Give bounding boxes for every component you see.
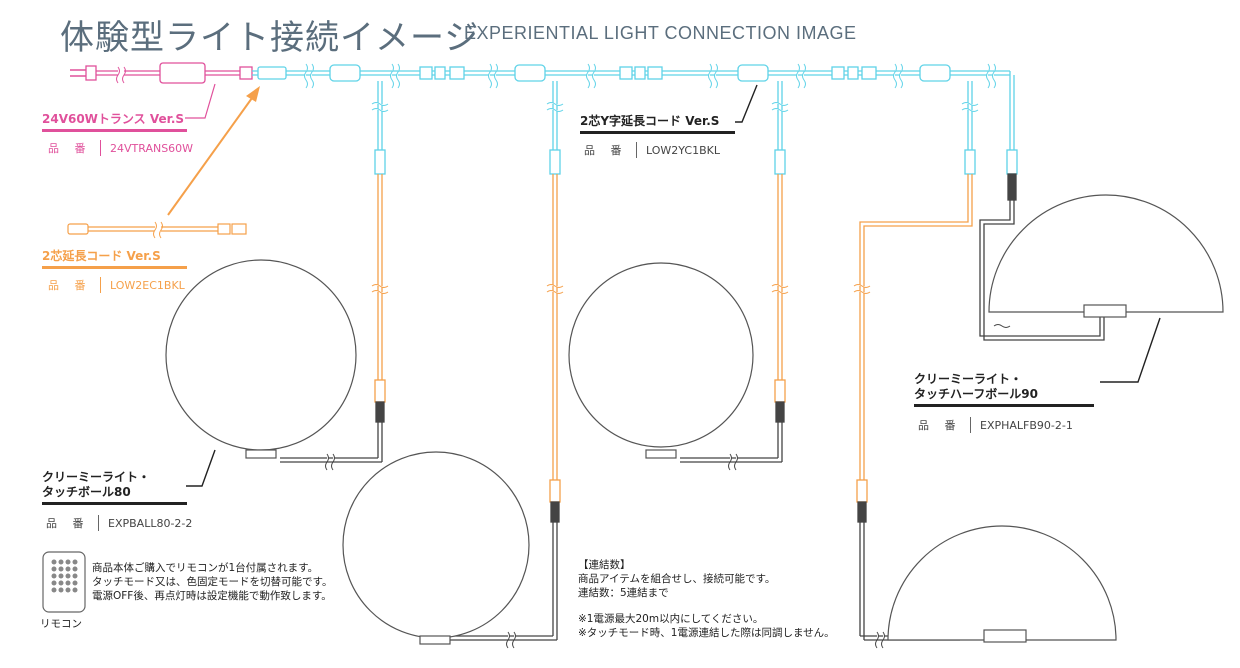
divider — [100, 277, 101, 293]
connection-heading: 【連結数】 — [578, 559, 631, 571]
extension-cord-code: LOW2EC1BKL — [110, 278, 185, 292]
transformer-code-label: 品 番 — [48, 142, 92, 155]
halfball90-name-line2: タッチハーフボール90 — [914, 387, 1038, 401]
divider — [970, 417, 971, 433]
divider — [98, 515, 99, 531]
transformer-name: 24V60Wトランス Ver.S — [42, 112, 185, 126]
halfball90-code: EXPHALFB90-2-1 — [980, 418, 1073, 432]
y-cord-name: 2芯Y字延長コード Ver.S — [580, 114, 720, 128]
connection-note: ※1電源最大20m以内にしてください。 — [578, 613, 764, 625]
transformer-rule — [42, 129, 187, 132]
orange-breaks — [371, 284, 871, 294]
divider — [100, 140, 101, 156]
ball-light-3 — [568, 262, 754, 459]
y-cord-code-label: 品 番 — [584, 144, 628, 157]
drop-2 — [450, 81, 561, 641]
y-cord-pointer — [735, 84, 758, 123]
transformer-label: 24V60Wトランス Ver.S 品 番 24VTRANS60W — [42, 112, 193, 156]
extension-cord-label: 2芯延長コード Ver.S 品 番 LOW2EC1BKL — [42, 249, 187, 293]
ball80-name-line2: タッチボール80 — [42, 485, 131, 499]
transformer-pointer — [185, 83, 216, 119]
drop-5 — [979, 149, 1105, 341]
remote-control-icon — [42, 551, 86, 613]
extension-arrow — [167, 86, 260, 216]
transformer-cable — [70, 62, 253, 84]
half-ball-light-1 — [988, 194, 1224, 318]
y-cord-rule — [580, 131, 735, 134]
connection-line: 連結数：5連結まで — [578, 587, 669, 599]
ball-light-1 — [165, 259, 357, 459]
y-cord-label: 2芯Y字延長コード Ver.S 品 番 LOW2YC1BKL — [580, 114, 735, 158]
ball80-code-label: 品 番 — [46, 517, 90, 530]
extension-cord-code-row: 品 番 LOW2EC1BKL — [42, 277, 187, 293]
halfball90-code-row: 品 番 EXPHALFB90-2-1 — [914, 417, 1094, 433]
connection-note: ※タッチモード時、1電源連結した際は同調しません。 — [578, 627, 835, 639]
page-title: 体験型ライト接続イメージ — [60, 18, 480, 58]
ball80-code: EXPBALL80-2-2 — [108, 516, 193, 530]
extension-cord-rule — [42, 266, 187, 269]
half-ball-light-2 — [887, 525, 1117, 643]
y-cord-code: LOW2YC1BKL — [646, 143, 720, 157]
remote-note-line: タッチモード又は、色固定モードを切替可能です。 — [92, 576, 333, 588]
bus-connectors — [257, 64, 951, 82]
halfball90-pointer — [1100, 317, 1161, 383]
ball80-label: クリーミーライト・ タッチボール80 品 番 EXPBALL80-2-2 — [42, 470, 192, 531]
ball80-rule — [42, 502, 187, 505]
dark-breaks — [325, 324, 1011, 649]
y-cord-code-row: 品 番 LOW2YC1BKL — [580, 142, 735, 158]
ball80-code-row: 品 番 EXPBALL80-2-2 — [42, 515, 192, 531]
connection-line: 商品アイテムを組合せし、接続可能です。 — [578, 573, 776, 585]
drop-3 — [680, 81, 786, 463]
remote-notes: 商品本体ご購入でリモコンが1台付属されます。 タッチモード又は、色固定モードを切… — [92, 561, 332, 603]
drop-breaks — [371, 102, 979, 112]
page-subtitle: EXPERIENTIAL LIGHT CONNECTION IMAGE — [464, 23, 857, 43]
ball80-name-line1: クリーミーライト・ — [42, 470, 151, 484]
ball-light-2 — [342, 451, 530, 645]
extension-cord — [67, 221, 247, 239]
remote-note-line: 商品本体ご購入でリモコンが1台付属されます。 — [92, 562, 319, 574]
extension-cord-name: 2芯延長コード Ver.S — [42, 249, 161, 263]
halfball90-label: クリーミーライト・ タッチハーフボール90 品 番 EXPHALFB90-2-1 — [914, 372, 1094, 433]
halfball90-rule — [914, 404, 1094, 407]
divider — [636, 142, 637, 158]
halfball90-code-label: 品 番 — [918, 419, 962, 432]
ball80-pointer — [186, 449, 216, 487]
transformer-code-row: 品 番 24VTRANS60W — [42, 140, 193, 156]
transformer-code: 24VTRANS60W — [110, 141, 194, 155]
connection-info: 【連結数】 商品アイテムを組合せし、接続可能です。 連結数：5連結まで ※1電源… — [578, 558, 835, 640]
halfball90-name-line1: クリーミーライト・ — [914, 372, 1023, 386]
remote-note-line: 電源OFF後、再点灯時は設定機能で動作致します。 — [92, 590, 332, 602]
bus-breaks — [304, 63, 996, 89]
remote-caption: リモコン — [40, 618, 82, 630]
extension-cord-code-label: 品 番 — [48, 279, 92, 292]
